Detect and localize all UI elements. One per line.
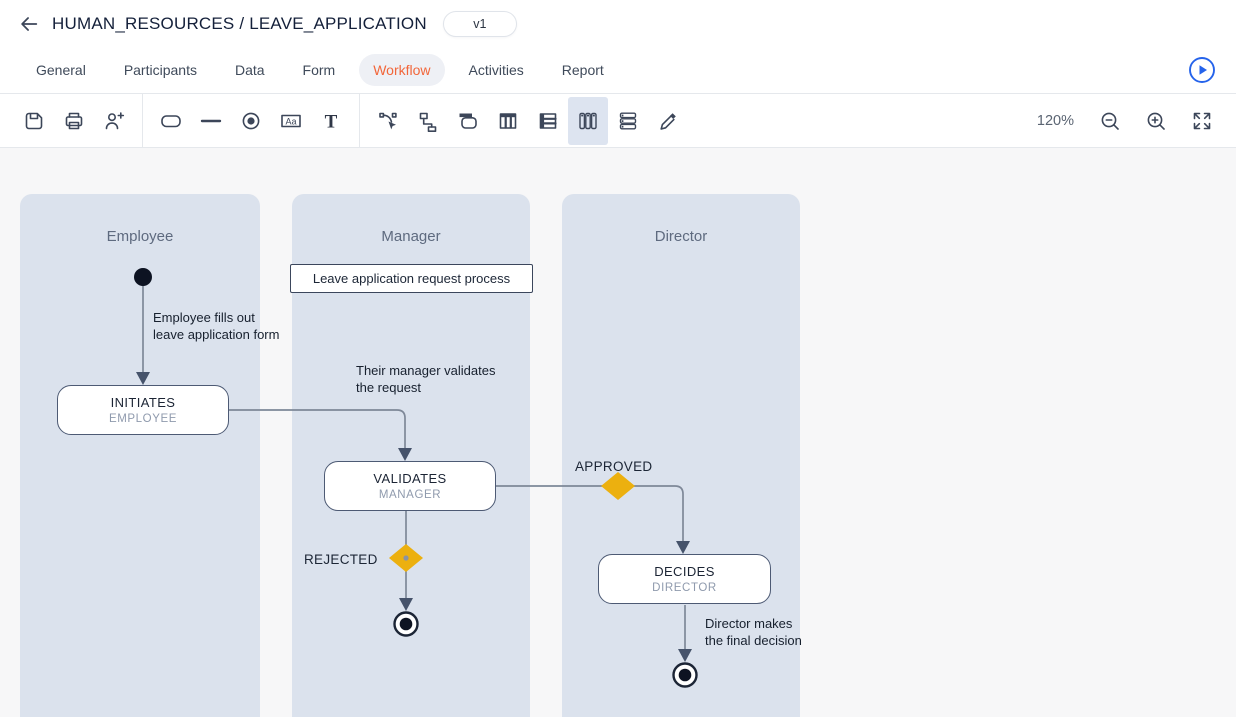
vertical-partition-button[interactable]	[488, 97, 528, 145]
edge-label-manager-validates[interactable]: Their manager validates the request	[356, 363, 496, 395]
curve-tool-icon	[379, 112, 397, 129]
tab-report[interactable]: Report	[548, 54, 618, 86]
end-node-rejected[interactable]	[393, 611, 419, 637]
tab-data[interactable]: Data	[221, 54, 279, 86]
process-note[interactable]: Leave application request process	[290, 264, 533, 293]
horizontal-partition-button[interactable]	[528, 97, 568, 145]
text-shape-icon: T	[325, 111, 338, 132]
tab-activities[interactable]: Activities	[455, 54, 538, 86]
save-icon	[25, 112, 43, 129]
frame-shape-button[interactable]	[448, 97, 488, 145]
state-shape-icon	[161, 114, 181, 127]
node-title: DECIDES	[654, 564, 715, 579]
print-button[interactable]	[54, 97, 94, 145]
edge-validates-to-decides[interactable]	[496, 485, 690, 554]
edge-label-final-decision[interactable]: Director makes the final decision	[705, 616, 802, 648]
horizontal-partition-icon	[539, 112, 557, 129]
tab-participants[interactable]: Participants	[110, 54, 211, 86]
approved-gateway-diamond[interactable]	[601, 472, 635, 500]
edge-start-to-initiates[interactable]	[136, 285, 150, 385]
node-validates[interactable]: VALIDATES MANAGER	[324, 461, 496, 511]
connector-tool-button[interactable]	[408, 97, 448, 145]
label-shape-button[interactable]: Aa	[271, 97, 311, 145]
lane-director[interactable]: Director	[562, 194, 800, 717]
zoom-out-button[interactable]	[1090, 97, 1130, 145]
vertical-partition-icon	[499, 112, 517, 129]
node-decides[interactable]: DECIDES DIRECTOR	[598, 554, 771, 604]
rejected-gateway-diamond[interactable]	[389, 544, 423, 572]
end-node-approved[interactable]	[672, 662, 698, 688]
run-workflow-button[interactable]	[1188, 56, 1216, 84]
tab-general[interactable]: General	[22, 54, 100, 86]
state-shape-button[interactable]	[151, 97, 191, 145]
gateway-label-rejected[interactable]: REJECTED	[304, 552, 378, 567]
tab-form[interactable]: Form	[289, 54, 350, 86]
arrow-left-icon	[21, 16, 38, 31]
line-shape-icon	[200, 119, 222, 122]
fullscreen-icon	[1193, 112, 1211, 129]
curve-tool-button[interactable]	[368, 97, 408, 145]
horizontal-lanes-button[interactable]	[608, 97, 648, 145]
app-header: HUMAN_RESOURCES / LEAVE_APPLICATION v1	[0, 0, 1236, 47]
lane-label: Director	[654, 228, 708, 245]
toolbar-divider	[142, 93, 143, 148]
workflow-canvas[interactable]: Employee Manager Director	[0, 148, 1236, 717]
diagram-toolbar: Aa T	[0, 93, 1236, 148]
zoom-in-icon	[1147, 112, 1165, 130]
print-icon	[65, 112, 83, 129]
version-badge[interactable]: v1	[442, 10, 517, 37]
vertical-lanes-icon	[579, 112, 597, 129]
edge-label-fill-form[interactable]: Employee fills out leave application for…	[153, 310, 280, 342]
zoom-out-icon	[1101, 112, 1119, 130]
page-title: HUMAN_RESOURCES / LEAVE_APPLICATION	[52, 13, 427, 33]
zoom-level: 120%	[1036, 112, 1074, 129]
line-shape-button[interactable]	[191, 97, 231, 145]
back-button[interactable]	[16, 11, 42, 37]
end-state-shape-icon	[242, 112, 260, 129]
horizontal-lanes-icon	[619, 111, 637, 129]
save-button[interactable]	[14, 97, 54, 145]
end-state-shape-button[interactable]	[231, 97, 271, 145]
node-subtitle: MANAGER	[378, 489, 442, 501]
edge-decides-to-end[interactable]	[678, 605, 692, 662]
toolbar-divider	[359, 93, 360, 148]
text-shape-button[interactable]: T	[311, 97, 351, 145]
gateway-label-approved[interactable]: APPROVED	[575, 459, 653, 474]
tab-workflow[interactable]: Workflow	[359, 54, 445, 86]
tab-bar: General Participants Data Form Workflow …	[0, 47, 1236, 93]
eyedropper-button[interactable]	[648, 97, 688, 145]
lane-label: Employee	[106, 228, 174, 245]
start-node[interactable]	[134, 268, 152, 286]
node-subtitle: EMPLOYEE	[108, 413, 178, 425]
svg-text:Aa: Aa	[285, 116, 296, 126]
zoom-in-button[interactable]	[1136, 97, 1176, 145]
node-initiates[interactable]: INITIATES EMPLOYEE	[57, 385, 229, 435]
fullscreen-button[interactable]	[1182, 97, 1222, 145]
vertical-lanes-button[interactable]	[568, 96, 608, 145]
frame-shape-icon	[459, 113, 477, 129]
label-shape-icon: Aa	[281, 114, 301, 127]
add-participant-button[interactable]	[94, 97, 134, 145]
node-title: INITIATES	[110, 395, 176, 410]
node-title: VALIDATES	[373, 471, 447, 486]
node-subtitle: DIRECTOR	[652, 582, 717, 594]
edge-initiates-to-validates[interactable]	[229, 409, 412, 461]
add-participant-icon	[105, 111, 125, 129]
connector-tool-icon	[419, 112, 437, 132]
lane-label: Manager	[381, 228, 441, 245]
play-circle-icon	[1189, 57, 1215, 83]
svg-text:T: T	[325, 111, 338, 132]
eyedropper-icon	[660, 112, 676, 130]
